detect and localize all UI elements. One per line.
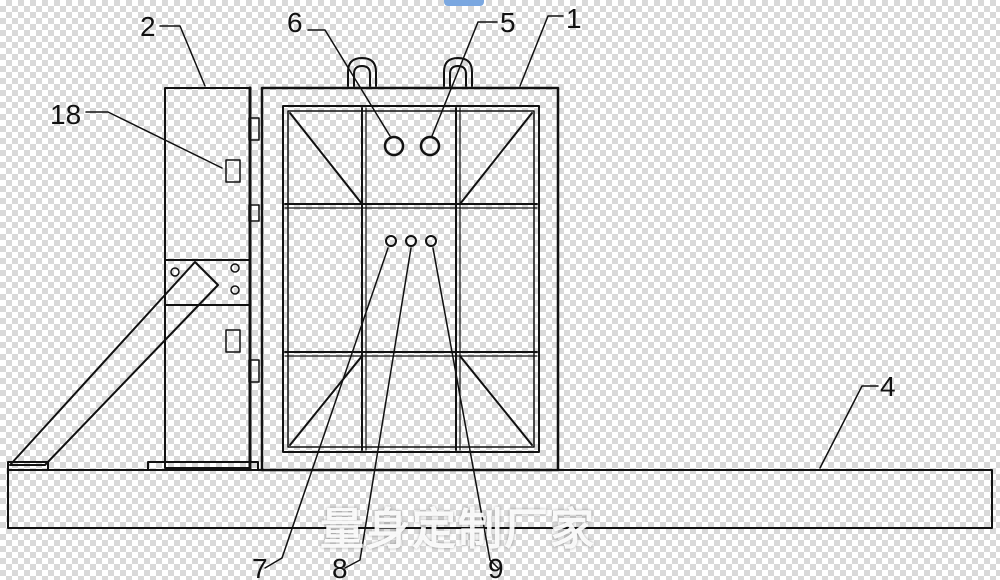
indicator-light-3	[425, 235, 437, 247]
lifting-lug-left	[347, 57, 377, 87]
label-2: 2	[140, 11, 156, 42]
label-1: 1	[566, 3, 582, 34]
label-4: 4	[880, 371, 896, 402]
indicator-light-1	[385, 235, 397, 247]
window-top-tab	[444, 0, 484, 6]
label-8: 8	[332, 553, 348, 580]
label-18: 18	[50, 99, 81, 130]
lifting-lug-right	[443, 57, 473, 87]
side-slot-lower	[225, 329, 241, 353]
label-7: 7	[252, 553, 268, 580]
main-box	[260, 57, 560, 472]
hinge-middle	[248, 204, 260, 222]
side-slot-upper	[225, 159, 241, 183]
label-6: 6	[287, 7, 303, 38]
leader-lines	[85, 15, 879, 569]
hinge-top	[248, 117, 260, 141]
gauge-right	[419, 135, 441, 157]
hinge-bottom	[248, 359, 260, 383]
label-5: 5	[500, 7, 516, 38]
bracket-plate	[164, 259, 251, 306]
label-9: 9	[488, 553, 504, 580]
diagonal-strut	[7, 261, 219, 471]
gauge-left	[383, 135, 405, 157]
side-frame	[147, 86, 260, 471]
watermark-text: 量身定制厂家	[320, 504, 596, 555]
indicator-light-2	[405, 235, 417, 247]
